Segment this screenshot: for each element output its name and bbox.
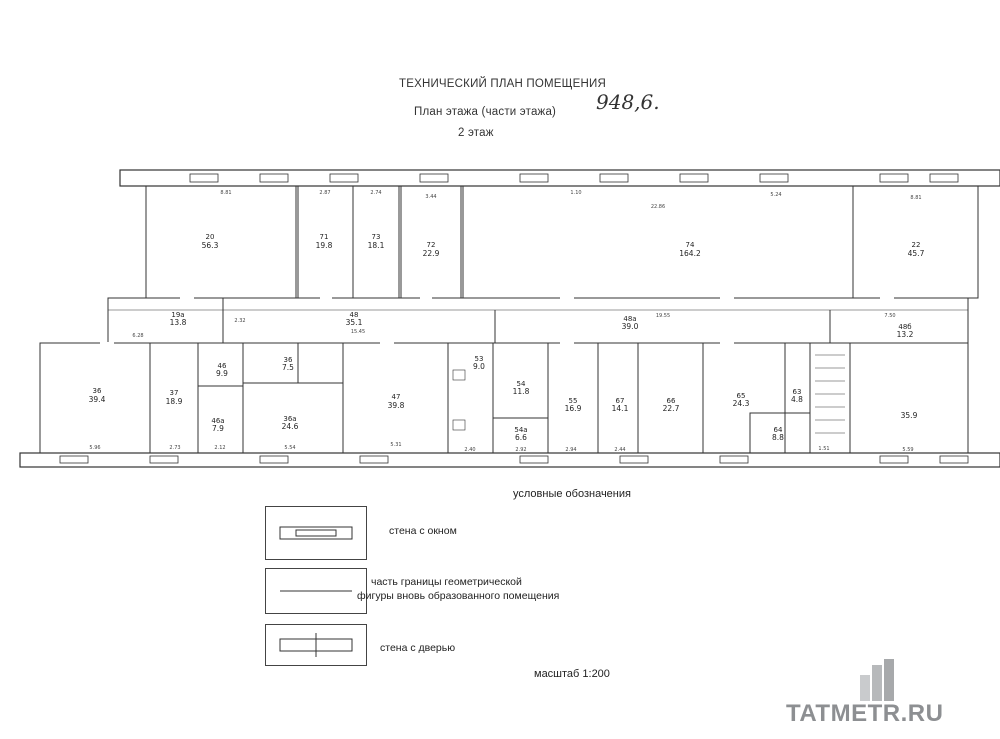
watermark-text: TATMETR.RU (786, 700, 944, 727)
room-area: 24.6 (282, 422, 299, 431)
room-number: 53 (475, 355, 484, 363)
dimension-label: 1.51 (818, 446, 829, 452)
plan-title: ТЕХНИЧЕСКИЙ ПЛАН ПОМЕЩЕНИЯ (399, 78, 606, 90)
dimension-label: 1.10 (570, 190, 581, 196)
dimension-label: 15.45 (351, 329, 365, 335)
dimension-label: 2.74 (370, 190, 381, 196)
room-area: 13.8 (170, 318, 187, 327)
legend-door-swatch (265, 624, 367, 666)
handwritten-area: 948,6. (596, 90, 660, 114)
dimension-label: 2.44 (614, 447, 625, 453)
dimension-label: 6.28 (132, 333, 143, 339)
room-number: 55 (569, 397, 578, 405)
room-area: 56.3 (202, 241, 219, 250)
room-number: 47 (392, 393, 401, 401)
dimension-label: 5.24 (770, 192, 781, 198)
room-number: 71 (320, 233, 329, 241)
room-area: 18.9 (166, 397, 183, 406)
dimension-label: 3.44 (425, 194, 436, 200)
room-area: 39.0 (622, 322, 639, 331)
room-area: 164.2 (679, 249, 701, 258)
room-number: 48а (623, 315, 636, 323)
watermark-logo-icon (860, 659, 894, 701)
room-area: 7.9 (212, 424, 224, 433)
room-number: 48 (350, 311, 359, 319)
legend-boundary-label-2: фигуры вновь образованного помещения (357, 590, 560, 602)
room-number: 48б (898, 323, 911, 331)
room-number: 54а (514, 426, 527, 434)
dimension-label: 2.12 (214, 445, 225, 451)
room-area: 11.8 (513, 387, 530, 396)
room-area: 35.9 (901, 411, 918, 420)
room-number: 22 (912, 241, 921, 249)
room-area: 9.9 (216, 369, 228, 378)
room-number: 20 (206, 233, 215, 241)
room-number: 46 (218, 362, 227, 370)
legend-boundary-swatch (265, 568, 367, 614)
dimension-label: 2.73 (169, 445, 180, 451)
room-number: 19а (171, 311, 184, 319)
floor-label: 2 этаж (458, 127, 494, 139)
dimension-label: 5.54 (284, 445, 295, 451)
dimension-label: 22.86 (651, 204, 665, 210)
room-number: 67 (616, 397, 625, 405)
room-area: 39.8 (388, 401, 405, 410)
room-number: 63 (793, 388, 802, 396)
room-area: 39.4 (89, 395, 106, 404)
room-number: 74 (686, 241, 695, 249)
scale-label: масштаб 1:200 (534, 668, 610, 680)
room-number: 64 (774, 426, 783, 434)
wall-with-door-icon (279, 633, 353, 657)
room-area: 35.1 (346, 318, 363, 327)
dimension-label: 2.32 (234, 318, 245, 324)
room-area: 14.1 (612, 404, 629, 413)
dimension-label: 8.81 (910, 195, 921, 201)
room-number: 73 (372, 233, 381, 241)
room-area: 16.9 (565, 404, 582, 413)
room-area: 19.8 (316, 241, 333, 250)
room-area: 22.9 (423, 249, 440, 258)
room-number: 72 (427, 241, 436, 249)
room-number: 46а (211, 417, 224, 425)
legend-title: условные обозначения (513, 488, 631, 500)
legend-window-label: стена с окном (389, 525, 457, 537)
dimension-label: 2.87 (319, 190, 330, 196)
dimension-label: 7.50 (884, 313, 895, 319)
room-number: 66 (667, 397, 676, 405)
plan-subtitle: План этажа (части этажа) (414, 106, 557, 118)
room-number: 36а (283, 415, 296, 423)
room-area: 9.0 (473, 362, 485, 371)
boundary-line-icon (280, 590, 352, 592)
room-area: 24.3 (733, 399, 750, 408)
room-number: 65 (737, 392, 746, 400)
room-area: 7.5 (282, 363, 294, 372)
room-area: 18.1 (368, 241, 385, 250)
room-number: 36 (93, 387, 102, 395)
dimension-label: 5.59 (902, 447, 913, 453)
room-area: 6.6 (515, 433, 527, 442)
dimension-label: 8.81 (220, 190, 231, 196)
dimension-label: 19.55 (656, 313, 670, 319)
dimension-label: 2.94 (565, 447, 576, 453)
room-area: 8.8 (772, 433, 784, 442)
dimension-label: 5.96 (89, 445, 100, 451)
dimension-label: 2.92 (515, 447, 526, 453)
legend-boundary-label-1: часть границы геометрической (371, 576, 522, 588)
room-number: 37 (170, 389, 179, 397)
room-area: 13.2 (897, 330, 914, 339)
wall-with-window-icon (279, 526, 353, 540)
room-number: 54 (517, 380, 526, 388)
dimension-label: 5.31 (390, 442, 401, 448)
room-area: 45.7 (908, 249, 925, 258)
room-area: 22.7 (663, 404, 680, 413)
legend-door-label: стена с дверью (380, 642, 456, 654)
legend-window-swatch (265, 506, 367, 560)
room-number: 36 (284, 356, 293, 364)
room-area: 4.8 (791, 395, 803, 404)
dimension-label: 2.40 (464, 447, 475, 453)
